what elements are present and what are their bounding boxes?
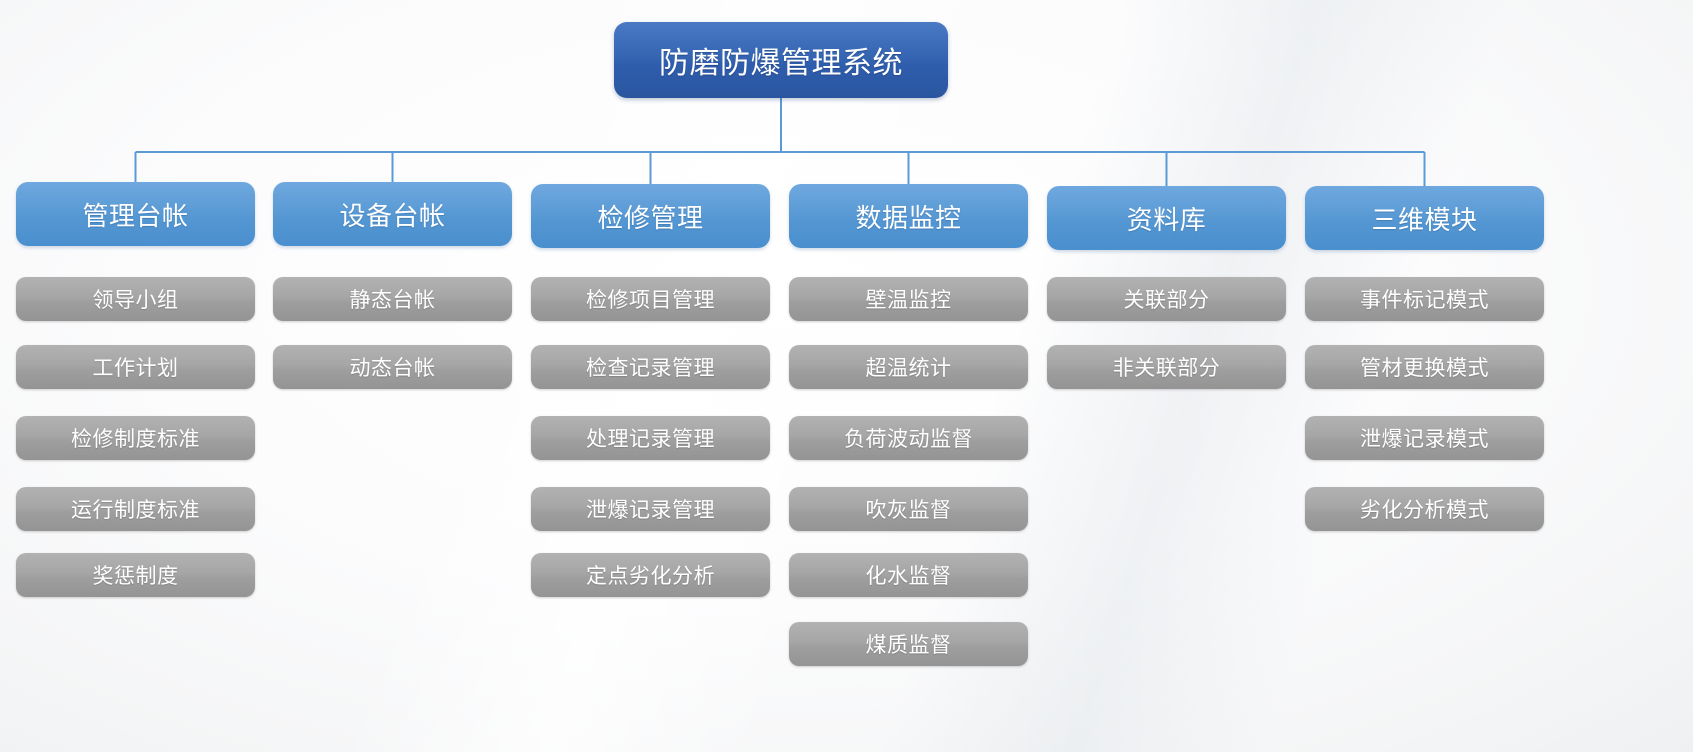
leaf-node-2-2[interactable]: 动态台帐 <box>273 345 512 389</box>
branch-node-6[interactable]: 三维模块 <box>1305 186 1544 250</box>
leaf-node-1-2[interactable]: 工作计划 <box>16 345 255 389</box>
branch-node-1[interactable]: 管理台帐 <box>16 182 255 246</box>
leaf-node-1-1[interactable]: 领导小组 <box>16 277 255 321</box>
leaf-node-4-3[interactable]: 负荷波动监督 <box>789 416 1028 460</box>
leaf-node-6-2[interactable]: 管材更换模式 <box>1305 345 1544 389</box>
branch-node-5[interactable]: 资料库 <box>1047 186 1286 250</box>
leaf-node-3-5[interactable]: 定点劣化分析 <box>531 553 770 597</box>
leaf-node-5-1[interactable]: 关联部分 <box>1047 277 1286 321</box>
leaf-node-4-1[interactable]: 壁温监控 <box>789 277 1028 321</box>
branch-node-3[interactable]: 检修管理 <box>531 184 770 248</box>
leaf-node-3-4[interactable]: 泄爆记录管理 <box>531 487 770 531</box>
leaf-node-3-1[interactable]: 检修项目管理 <box>531 277 770 321</box>
leaf-node-4-6[interactable]: 煤质监督 <box>789 622 1028 666</box>
root-node[interactable]: 防磨防爆管理系统 <box>614 22 948 98</box>
leaf-node-1-3[interactable]: 检修制度标准 <box>16 416 255 460</box>
leaf-node-4-2[interactable]: 超温统计 <box>789 345 1028 389</box>
branch-node-4[interactable]: 数据监控 <box>789 184 1028 248</box>
leaf-node-4-5[interactable]: 化水监督 <box>789 553 1028 597</box>
branch-node-2[interactable]: 设备台帐 <box>273 182 512 246</box>
leaf-node-6-3[interactable]: 泄爆记录模式 <box>1305 416 1544 460</box>
leaf-node-3-2[interactable]: 检查记录管理 <box>531 345 770 389</box>
leaf-node-6-1[interactable]: 事件标记模式 <box>1305 277 1544 321</box>
leaf-node-1-5[interactable]: 奖惩制度 <box>16 553 255 597</box>
leaf-node-3-3[interactable]: 处理记录管理 <box>531 416 770 460</box>
leaf-node-2-1[interactable]: 静态台帐 <box>273 277 512 321</box>
leaf-node-5-2[interactable]: 非关联部分 <box>1047 345 1286 389</box>
leaf-node-1-4[interactable]: 运行制度标准 <box>16 487 255 531</box>
leaf-node-6-4[interactable]: 劣化分析模式 <box>1305 487 1544 531</box>
leaf-node-4-4[interactable]: 吹灰监督 <box>789 487 1028 531</box>
